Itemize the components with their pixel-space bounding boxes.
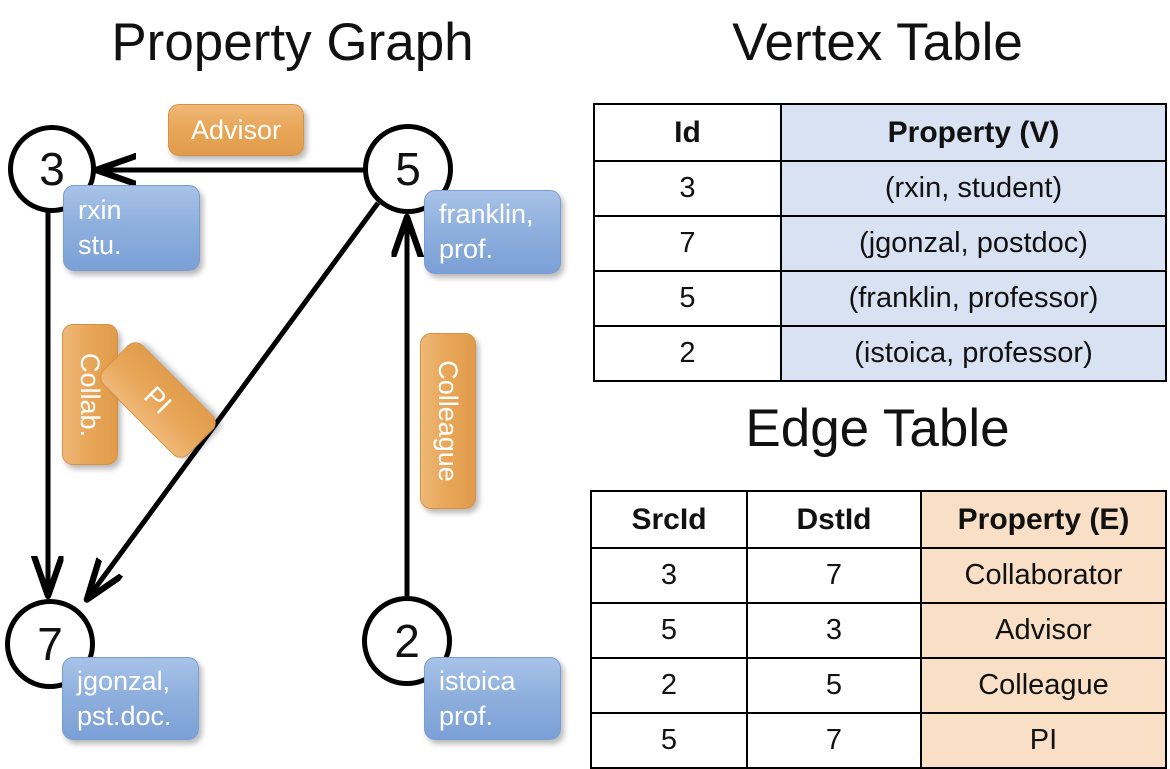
cell-id: 3: [593, 160, 782, 217]
node-property-line: stu.: [78, 230, 122, 260]
column-header-id: Id: [593, 103, 782, 162]
cell-srcid: 2: [590, 657, 748, 714]
table-row[interactable]: 3 7 Collaborator: [590, 547, 1167, 604]
page-title-property-graph: Property Graph: [111, 13, 474, 72]
node-property-box-3[interactable]: rxin stu.: [63, 185, 200, 271]
table-header-row: SrcId DstId Property (E): [590, 490, 1167, 549]
column-header-property-e: Property (E): [920, 490, 1167, 549]
cell-id: 7: [593, 215, 782, 272]
cell-id: 2: [593, 325, 782, 382]
column-header-property-v: Property (V): [780, 103, 1167, 162]
edge-arrow-pi: [88, 201, 381, 598]
graph-node-2[interactable]: 2: [362, 596, 452, 686]
table-header-row: Id Property (V): [593, 103, 1167, 162]
node-property-box-2[interactable]: istoica prof.: [424, 657, 561, 740]
node-property-line: prof.: [439, 700, 494, 731]
edge-label-text: Colleague: [433, 360, 463, 482]
node-property-box-7[interactable]: jgonzal, pst.doc.: [62, 657, 199, 740]
table-row[interactable]: 5 (franklin, professor): [593, 270, 1167, 327]
cell-property: (jgonzal, postdoc): [780, 215, 1167, 272]
cell-id: 5: [593, 270, 782, 327]
column-header-dstid: DstId: [746, 490, 922, 549]
page-title-edge-table: Edge Table: [745, 399, 1010, 458]
node-property-line: pst.doc.: [77, 700, 172, 731]
table-row[interactable]: 3 (rxin, student): [593, 160, 1167, 217]
cell-dstid: 3: [746, 602, 922, 659]
edge-label-text: Advisor: [190, 115, 282, 145]
edge-label-text: PI: [138, 380, 178, 420]
vertex-table: Id Property (V) 3 (rxin, student) 7 (jgo…: [593, 103, 1167, 382]
node-property-box-5[interactable]: franklin, prof.: [424, 190, 561, 274]
cell-property: (franklin, professor): [780, 270, 1167, 327]
cell-srcid: 3: [590, 547, 748, 604]
cell-dstid: 5: [746, 657, 922, 714]
table-row[interactable]: 7 (jgonzal, postdoc): [593, 215, 1167, 272]
cell-dstid: 7: [746, 547, 922, 604]
cell-property: Colleague: [920, 657, 1167, 714]
node-property-line: franklin,: [439, 199, 534, 229]
column-header-srcid: SrcId: [590, 490, 748, 549]
node-property-line: istoica: [439, 665, 516, 696]
node-property-line: prof.: [439, 234, 494, 264]
edge-label-collab[interactable]: Collab.: [62, 324, 118, 465]
node-property-line: jgonzal,: [77, 665, 171, 696]
graph-node-5[interactable]: 5: [363, 124, 453, 214]
page-title-vertex-table: Vertex Table: [732, 13, 1023, 72]
cell-property: (rxin, student): [780, 160, 1167, 217]
table-row[interactable]: 2 5 Colleague: [590, 657, 1167, 714]
node-property-line: rxin: [78, 195, 122, 225]
table-row[interactable]: 5 3 Advisor: [590, 602, 1167, 659]
edge-label-text: Collab.: [75, 352, 106, 437]
edge-label-colleague[interactable]: Colleague: [420, 333, 476, 509]
table-row[interactable]: 2 (istoica, professor): [593, 325, 1167, 382]
cell-srcid: 5: [590, 602, 748, 659]
graph-edges-svg: [0, 0, 585, 760]
cell-property: Advisor: [920, 602, 1167, 659]
edge-label-advisor[interactable]: Advisor: [168, 104, 304, 156]
cell-property: (istoica, professor): [780, 325, 1167, 382]
cell-property: Collaborator: [920, 547, 1167, 604]
edge-table: SrcId DstId Property (E) 3 7 Collaborato…: [590, 490, 1167, 769]
